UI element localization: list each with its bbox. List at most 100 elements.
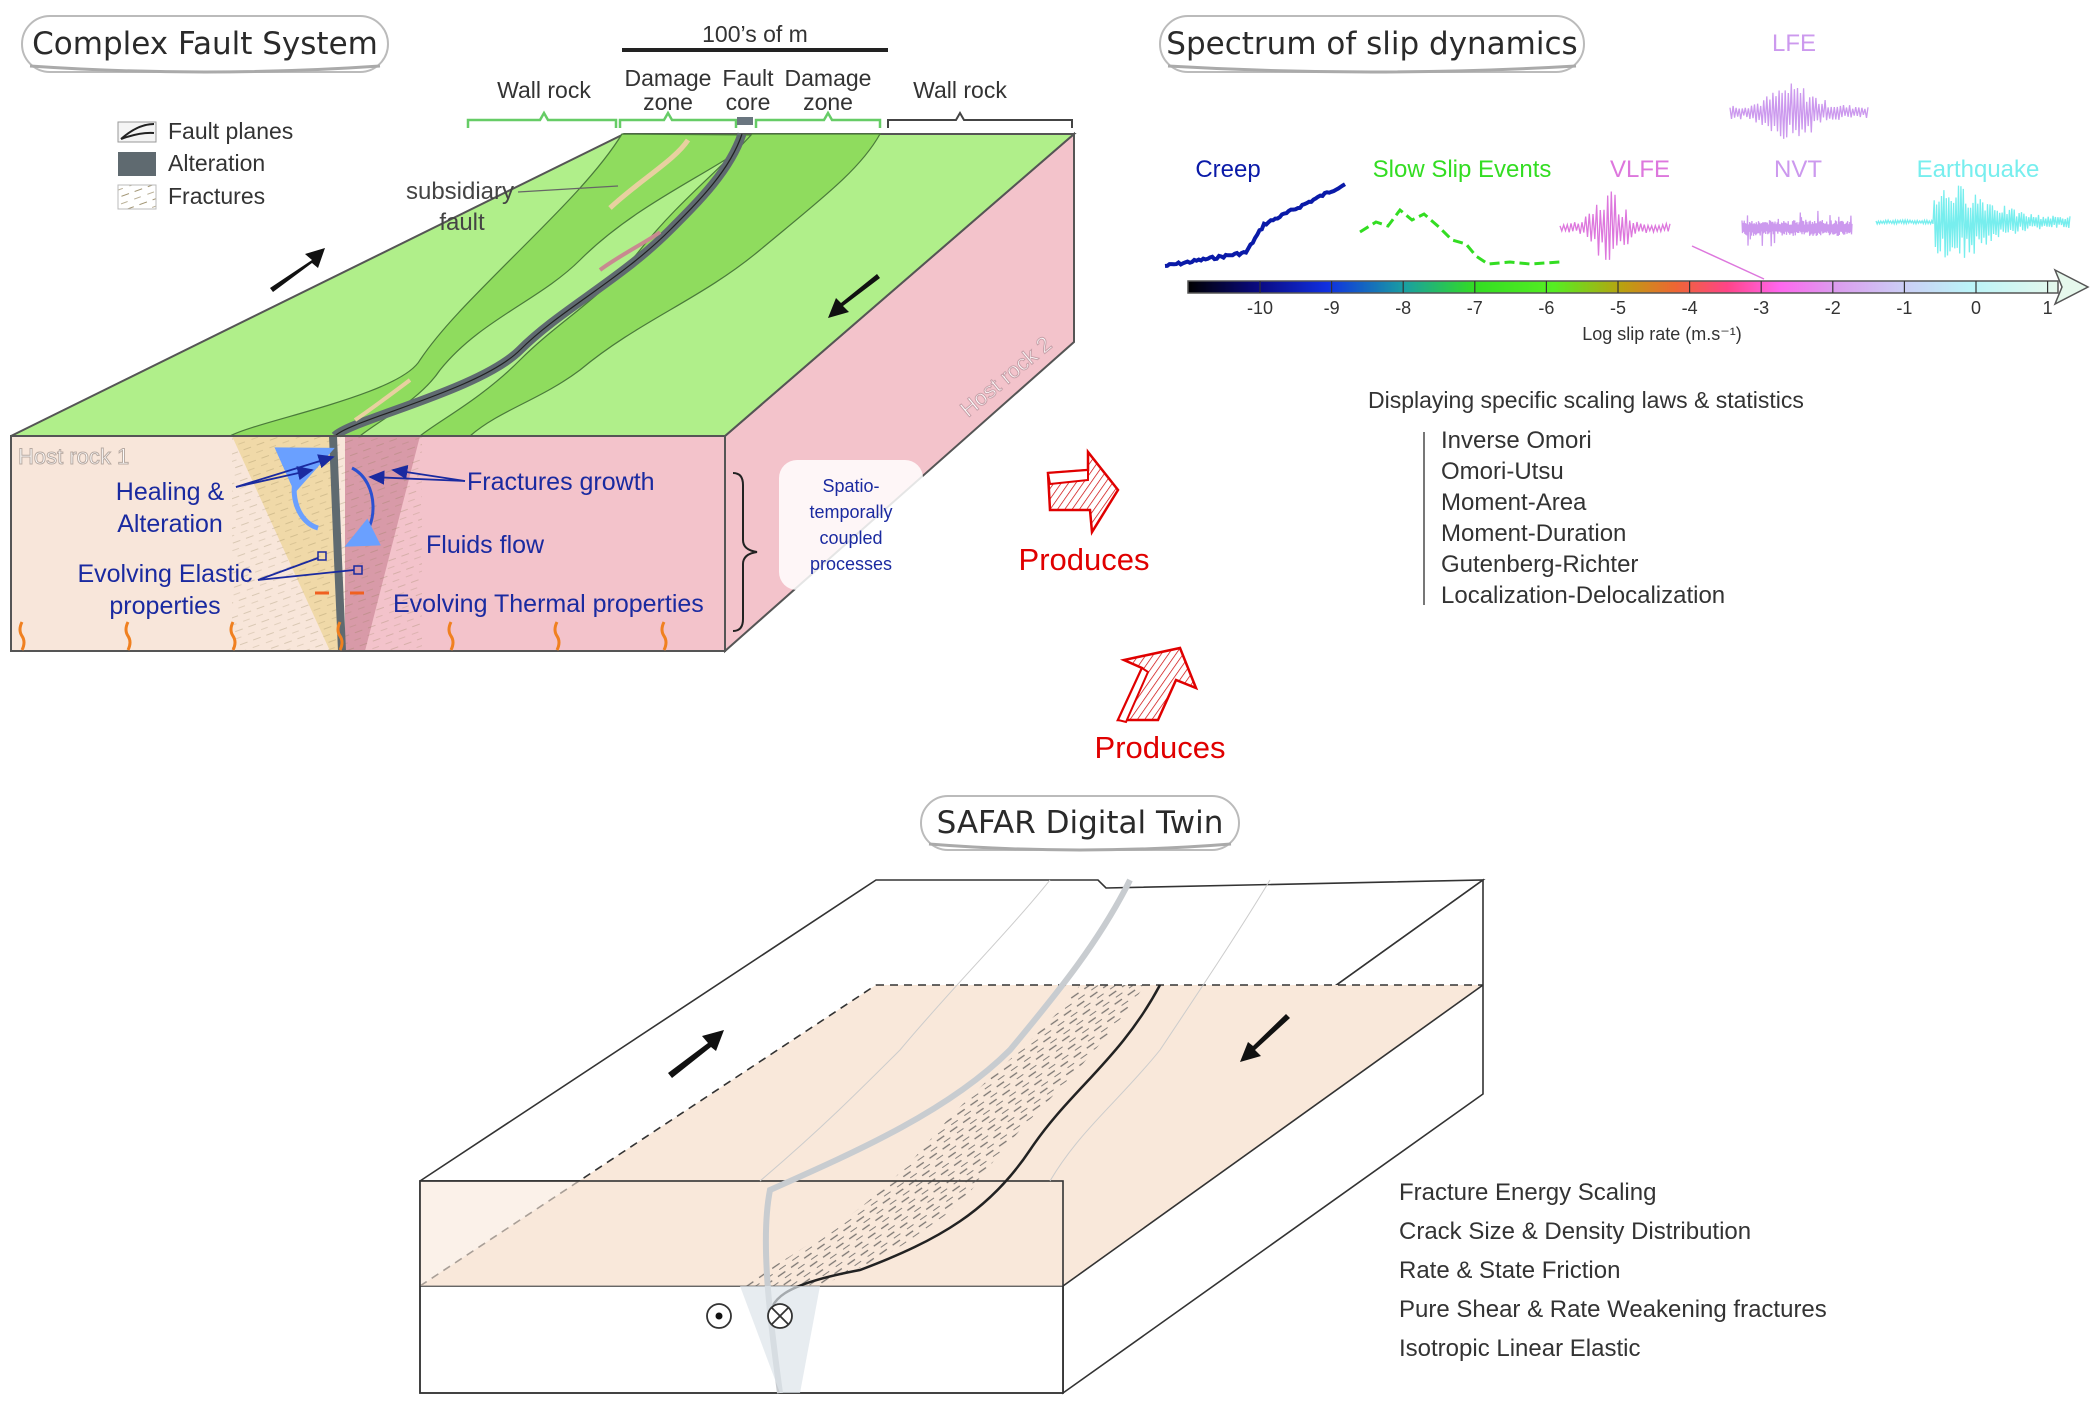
digital-twin-feature-item: Isotropic Linear Elastic (1399, 1335, 1640, 1362)
digital-twin-title-pill: SAFAR Digital Twin (920, 795, 1240, 852)
sse-waveform (1359, 207, 1561, 266)
hand-drawn-arrow-up-icon (1116, 646, 1199, 724)
zone-label-wall-rock-left: Wall rock (497, 77, 591, 103)
colorbar-tick-label: -5 (1610, 298, 1626, 318)
slip-dynamics-title-pill: Spectrum of slip dynamics (1159, 15, 1585, 74)
healing-label: Healing & (116, 478, 225, 506)
fault-system-panel: Complex Fault System 100’s of m Wall roc… (10, 15, 1077, 654)
axis-label: Log slip rate (m.s⁻¹) (1582, 324, 1742, 344)
produces-arrow-up: Produces (1095, 646, 1226, 765)
colorbar-tick-label: -4 (1682, 298, 1698, 318)
colorbar-tick-label: -2 (1825, 298, 1841, 318)
scaling-law-item: Omori-Utsu (1441, 458, 1564, 485)
dt-slip-arrow-right (1240, 1014, 1290, 1062)
scaling-header: Displaying specific scaling laws & stati… (1368, 387, 1804, 413)
event-label-lfe: LFE (1772, 30, 1816, 57)
coupled-line: Spatio- (822, 476, 879, 496)
vlfe-waveform (1559, 191, 1671, 260)
host-rock-1-label: Host rock 1 (18, 444, 129, 469)
process-loop-arrow-up (274, 447, 335, 531)
subsidiary-fault-strand (608, 138, 691, 210)
legend-label: Fault planes (168, 118, 293, 144)
scaling-law-item: Inverse Omori (1441, 427, 1592, 454)
coupled-processes-box: Spatio- temporally coupled processes (779, 460, 923, 590)
coupled-line: processes (810, 554, 892, 574)
zone-label-fault-core: Fault (722, 65, 774, 91)
into-page-icon (767, 1303, 793, 1329)
vlfe-pointer-line (1691, 245, 1765, 280)
elastic-label-2: properties (109, 592, 220, 620)
digital-twin-panel: SAFAR Digital Twin (419, 795, 1827, 1395)
produces-label-1: Produces (1019, 542, 1150, 577)
legend-item-alteration: Alteration (118, 150, 265, 176)
alteration-swatch (118, 152, 156, 176)
legend: Fault planes Alteration Fractures (117, 118, 293, 210)
fault-system-title-pill: Complex Fault System (21, 15, 389, 74)
creep-waveform (1164, 182, 1347, 268)
subsidiary-label: subsidiary (406, 178, 514, 205)
zone-label-damage-right: Damage (785, 65, 872, 91)
colorbar-tick-label: -3 (1753, 298, 1769, 318)
scaling-law-item: Localization-Delocalization (1441, 582, 1725, 609)
coupled-line: temporally (809, 502, 892, 522)
produces-label-2: Produces (1095, 730, 1226, 765)
dt-fault-fan-below (740, 1286, 820, 1393)
elastic-label: Evolving Elastic (77, 560, 252, 588)
digital-twin-block (419, 878, 1486, 1395)
digital-twin-feature-item: Pure Shear & Rate Weakening fractures (1399, 1296, 1827, 1323)
fractures-pattern-front (232, 436, 422, 651)
colorbar-tick-label: -7 (1467, 298, 1483, 318)
scale-bar: 100’s of m (622, 21, 888, 52)
dt-secondary-fault (762, 878, 1133, 1394)
damage-zone-top-right (418, 133, 882, 437)
legend-label: Fractures (168, 183, 265, 209)
coupled-line: coupled (819, 528, 882, 548)
colorbar-tick-label: 1 (2043, 298, 2053, 318)
colorbar-arrowhead-icon (2053, 268, 2090, 306)
dt-slip-arrow-left (668, 1030, 724, 1078)
digital-twin-feature-item: Rate & State Friction (1399, 1257, 1620, 1284)
fractures-icon (117, 184, 157, 210)
dt-fracture-cloud (740, 985, 1145, 1286)
fault-planes-icon (120, 123, 155, 140)
digital-twin-title: SAFAR Digital Twin (937, 805, 1224, 841)
colorbar-tick-label: -10 (1247, 298, 1273, 318)
colorbar-tick-label: -8 (1395, 298, 1411, 318)
fluids-flow-label: Fluids flow (426, 531, 545, 559)
coupling-brace (732, 472, 758, 632)
colorbar-tick-label: -6 (1538, 298, 1554, 318)
thermal-label: Evolving Thermal properties (393, 590, 704, 618)
fractures-growth-label: Fractures growth (467, 468, 655, 496)
host-rock-2-front-face (345, 436, 725, 651)
slip-dynamics-panel: Spectrum of slip dynamics Creep Slow Sli… (1159, 15, 2090, 609)
process-loop-arrow-down (344, 466, 381, 547)
earthquake-waveform (1875, 185, 2071, 258)
event-label-vlfe: VLFE (1610, 156, 1670, 183)
scaling-laws-list: Inverse OmoriOmori-UtsuMoment-AreaMoment… (1441, 427, 1725, 609)
zone-labels: Wall rock Damage zone Fault core Damage … (466, 65, 1073, 128)
event-label-nvt: NVT (1774, 156, 1822, 183)
slip-arrow-right (828, 274, 880, 318)
hand-drawn-arrow-right-icon (1046, 448, 1120, 536)
digital-twin-feature-item: Crack Size & Density Distribution (1399, 1218, 1751, 1245)
legend-label: Alteration (168, 150, 265, 176)
colorbar-tick-label: -9 (1324, 298, 1340, 318)
fault-system-title: Complex Fault System (32, 26, 378, 62)
event-label-creep: Creep (1195, 156, 1260, 183)
lfe-waveform (1729, 83, 1869, 139)
colorbar-tick-label: -1 (1896, 298, 1912, 318)
event-label-earthquake: Earthquake (1917, 156, 2040, 183)
scaling-law-item: Gutenberg-Richter (1441, 551, 1638, 578)
out-of-page-icon (706, 1303, 732, 1329)
alteration-label: Alteration (117, 510, 223, 538)
scaling-law-item: Moment-Area (1441, 489, 1587, 516)
zone-label-wall-rock-right: Wall rock (913, 77, 1007, 103)
zone-label-fault-core-2: core (726, 89, 771, 115)
legend-item-fractures: Fractures (117, 183, 265, 210)
zone-label-damage-left: Damage (625, 65, 712, 91)
produces-arrow-right: Produces (1019, 448, 1150, 577)
nvt-waveform (1741, 210, 1853, 247)
